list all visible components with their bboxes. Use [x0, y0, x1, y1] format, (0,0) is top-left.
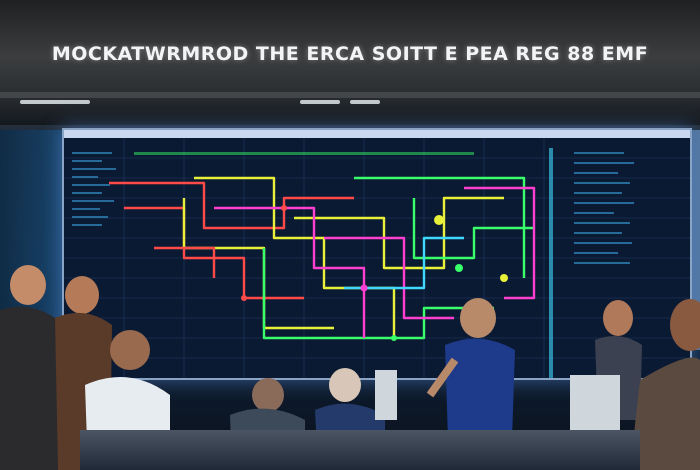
- circuit-diagram-screen: [62, 128, 692, 380]
- ceiling: [0, 0, 700, 125]
- circuit-diagram: [64, 138, 690, 378]
- screen-top-bar: [64, 130, 690, 138]
- desk-monitor: [570, 375, 620, 430]
- ceiling-light: [350, 100, 380, 104]
- ceiling-light: [300, 100, 340, 104]
- desk: [80, 430, 640, 470]
- desk-monitor: [375, 370, 397, 420]
- person-left-woman: [0, 265, 62, 470]
- person-center-gesturing: [426, 298, 515, 440]
- banner-title: MOCKATWRMROD THE ERCA SOITT E PEA REG 88…: [51, 43, 649, 65]
- ceiling-light: [20, 100, 90, 104]
- ceiling-beam: [0, 92, 700, 98]
- person-right-foreground: [630, 299, 700, 470]
